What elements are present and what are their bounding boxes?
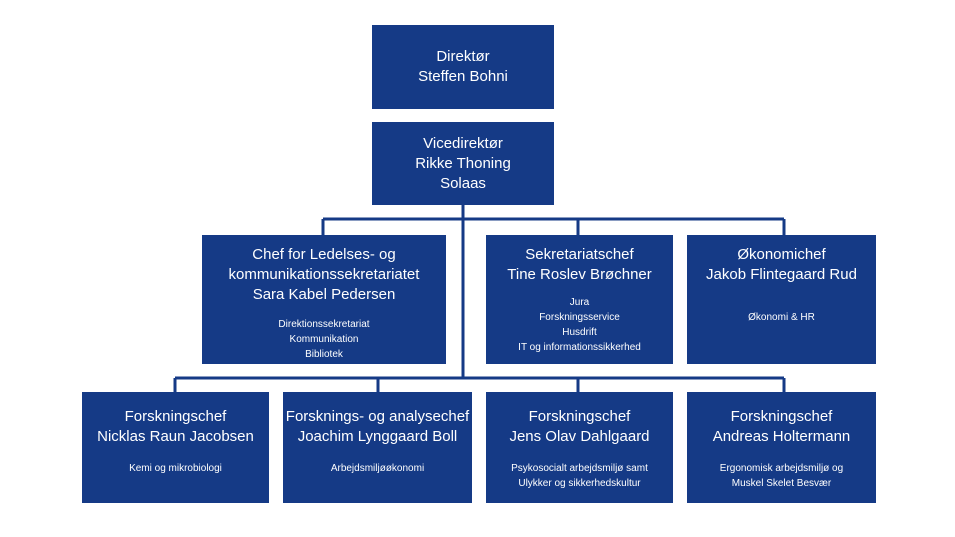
dept-label: Ulykker og sikkerhedskultur xyxy=(518,478,641,489)
vice-director-name-line1: Rikke Thoning xyxy=(415,154,511,172)
research-chief-departments: Kemi og mikrobiologi xyxy=(129,461,222,476)
research-chief-departments: Ergonomisk arbejdsmiljø og Muskel Skelet… xyxy=(720,461,843,491)
director-role: Direktør xyxy=(436,48,490,65)
finance-chief-box: Økonomichef Jakob Flintegaard Rud Økonom… xyxy=(687,235,876,364)
chief-comm-departments: Direktionssekretariat Kommunikation Bibl… xyxy=(278,317,369,362)
chief-comm-role-line1: Chef for Ledelses- og xyxy=(252,246,396,263)
research-chief-name: Andreas Holtermann xyxy=(712,428,851,445)
director-name: Steffen Bohni xyxy=(418,68,508,85)
dept-label: Direktionssekretariat xyxy=(278,319,370,330)
research-chief-name: Joachim Lynggaard Boll xyxy=(297,428,458,445)
dept-label: Kemi og mikrobiologi xyxy=(129,463,222,474)
chief-comm-name: Sara Kabel Pedersen xyxy=(252,286,396,303)
research-chief-role: Forskningschef xyxy=(124,408,227,425)
research-chief-name: Nicklas Raun Jacobsen xyxy=(97,428,254,445)
chief-comm-role-line2: kommunikationssekretariatet xyxy=(228,266,420,283)
vice-director-name-line2: Solaas xyxy=(440,174,486,192)
vice-director-role: Vicedirektør xyxy=(423,134,503,152)
secretariat-chief-name: Tine Roslev Brøchner xyxy=(507,266,652,283)
director-box: Direktør Steffen Bohni xyxy=(372,25,554,109)
research-chief-box: Forsknings- og analysechef Joachim Lyngg… xyxy=(283,392,472,503)
research-chief-box: Forskningschef Andreas Holtermann Ergono… xyxy=(687,392,876,503)
research-chief-box: Forskningschef Nicklas Raun Jacobsen Kem… xyxy=(82,392,269,503)
finance-chief-role: Økonomichef xyxy=(737,246,826,263)
chief-comm-box: Chef for Ledelses- og kommunikationssekr… xyxy=(202,235,446,364)
research-chief-departments: Psykosocialt arbejdsmiljø samt Ulykker o… xyxy=(511,461,648,491)
finance-chief-name: Jakob Flintegaard Rud xyxy=(706,266,857,283)
research-chief-role: Forskningschef xyxy=(528,408,631,425)
dept-label: Arbejdsmiljøøkonomi xyxy=(330,463,425,474)
secretariat-chief-role: Sekretariatschef xyxy=(525,246,634,263)
finance-chief-departments: Økonomi & HR xyxy=(748,310,815,325)
dept-label: Forskningsservice xyxy=(539,312,620,323)
dept-label: Kommunikation xyxy=(289,334,359,345)
research-chief-role: Forsknings- og analysechef xyxy=(285,408,470,425)
dept-label: Ergonomisk arbejdsmiljø og xyxy=(719,463,844,474)
vice-director-box: Vicedirektør Rikke Thoning Solaas xyxy=(372,122,554,205)
research-chief-box: Forskningschef Jens Olav Dahlgaard Psyko… xyxy=(486,392,673,503)
secretariat-chief-departments: Jura Forskningsservice Husdrift IT og in… xyxy=(518,295,641,355)
research-chief-departments: Arbejdsmiljøøkonomi xyxy=(331,461,424,476)
secretariat-chief-box: Sekretariatschef Tine Roslev Brøchner Ju… xyxy=(486,235,673,364)
dept-label: Jura xyxy=(569,297,590,308)
dept-label: Økonomi & HR xyxy=(748,312,815,323)
dept-label: IT og informationssikkerhed xyxy=(518,342,641,353)
research-chief-name: Jens Olav Dahlgaard xyxy=(509,428,650,445)
dept-label: Muskel Skelet Besvær xyxy=(731,478,832,489)
research-chief-role: Forskningschef xyxy=(730,408,833,425)
dept-label: Psykosocialt arbejdsmiljø samt xyxy=(511,463,648,474)
dept-label: Bibliotek xyxy=(305,349,343,360)
dept-label: Husdrift xyxy=(562,327,597,338)
